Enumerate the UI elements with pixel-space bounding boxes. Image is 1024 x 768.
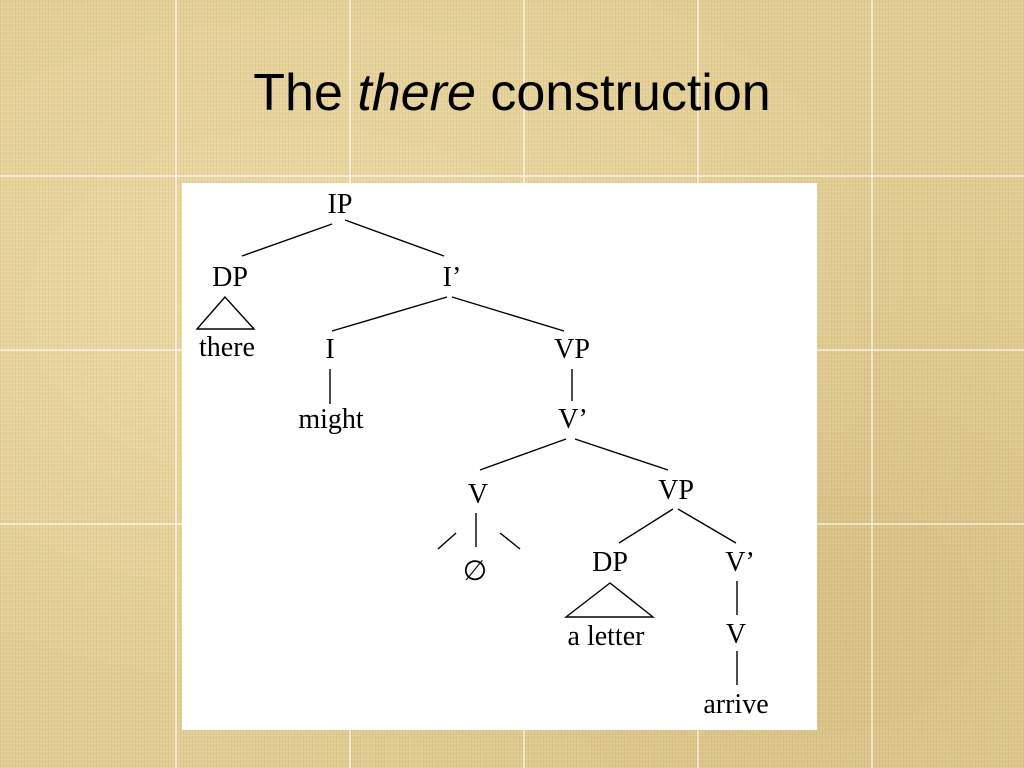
edge-vp-dp xyxy=(618,508,674,544)
edge-v-empty-left xyxy=(437,532,457,550)
leaf-a-letter: a letter xyxy=(568,621,646,652)
syntax-tree: IP DP there I’ I might VP V’ V ∅ VP DP a… xyxy=(195,189,769,720)
edge-ibar-vp xyxy=(451,296,565,332)
node-v-bar-upper: V’ xyxy=(558,404,588,435)
title-suffix: construction xyxy=(490,64,771,122)
node-dp-subject: DP xyxy=(212,262,248,293)
node-i: I xyxy=(325,334,334,365)
node-ip: IP xyxy=(328,189,353,220)
node-v: V xyxy=(468,479,488,510)
triangle-dp-there xyxy=(195,295,256,330)
node-v-bar-lower: V’ xyxy=(725,547,755,578)
node-v-lower: V xyxy=(726,619,746,650)
triangle-dp-a-letter xyxy=(563,582,656,618)
node-dp-object: DP xyxy=(592,547,628,578)
edge-ibar-i xyxy=(331,296,448,332)
slide-title: The there construction xyxy=(0,62,1024,124)
node-vp-upper: VP xyxy=(554,334,590,365)
leaf-there: there xyxy=(199,332,255,363)
syntax-tree-panel: IP DP there I’ I might VP V’ V ∅ VP DP a… xyxy=(182,183,817,730)
leaf-might: might xyxy=(298,404,364,435)
leaf-arrive: arrive xyxy=(703,689,768,720)
edge-vp-vbar-lower xyxy=(677,508,737,544)
edge-v-empty-right xyxy=(499,532,521,550)
title-italic-word: there xyxy=(357,64,476,122)
leaf-empty-set: ∅ xyxy=(463,556,487,587)
node-i-bar: I’ xyxy=(443,262,462,293)
edge-ip-dp xyxy=(241,223,333,257)
edge-vbar-v xyxy=(479,438,567,471)
edge-vbar-vp xyxy=(574,438,669,471)
edge-ip-ibar xyxy=(344,219,445,257)
node-vp-lower: VP xyxy=(658,475,694,506)
title-prefix: The xyxy=(253,64,343,122)
